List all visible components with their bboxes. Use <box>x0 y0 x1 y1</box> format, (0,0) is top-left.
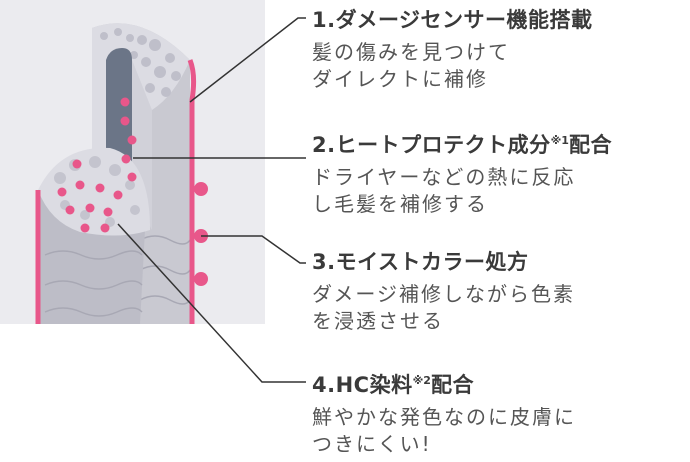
footnote-mark: ※1 <box>550 134 569 147</box>
footnote-mark: ※2 <box>412 374 431 387</box>
sensor-dots <box>194 182 208 286</box>
feature-title: 1.ダメージセンサー機能搭載 <box>312 8 593 32</box>
feature-title: 2.ヒートプロテクト成分※1配合 <box>312 133 612 157</box>
feature-description: ドライヤーなどの熱に反応 し毛髪を補修する <box>312 165 576 216</box>
leader-lines <box>117 17 306 383</box>
feature-description: ダメージ補修しながら色素 を浸透させる <box>312 282 575 333</box>
feature-heat-protect: 2.ヒートプロテクト成分※1配合 ドライヤーなどの熱に反応 し毛髪を補修する <box>312 129 612 218</box>
ingredient-dots <box>57 97 137 233</box>
feature-description: 鮮やかな発色なのに皮膚に つきにくい! <box>312 405 576 456</box>
feature-title: 4.HC染料※2配合 <box>312 373 474 397</box>
hair-shaft-lower <box>35 147 150 324</box>
feature-title: 3.モイストカラー処方 <box>312 250 529 274</box>
feature-hc-dye: 4.HC染料※2配合 鮮やかな発色なのに皮膚に つきにくい! <box>312 369 576 458</box>
feature-moist-color: 3.モイストカラー処方 ダメージ補修しながら色素 を浸透させる <box>312 250 575 335</box>
feature-description: 髪の傷みを見つけて ダイレクトに補修 <box>312 40 510 91</box>
feature-damage-sensor: 1.ダメージセンサー機能搭載 髪の傷みを見つけて ダイレクトに補修 <box>312 8 593 93</box>
